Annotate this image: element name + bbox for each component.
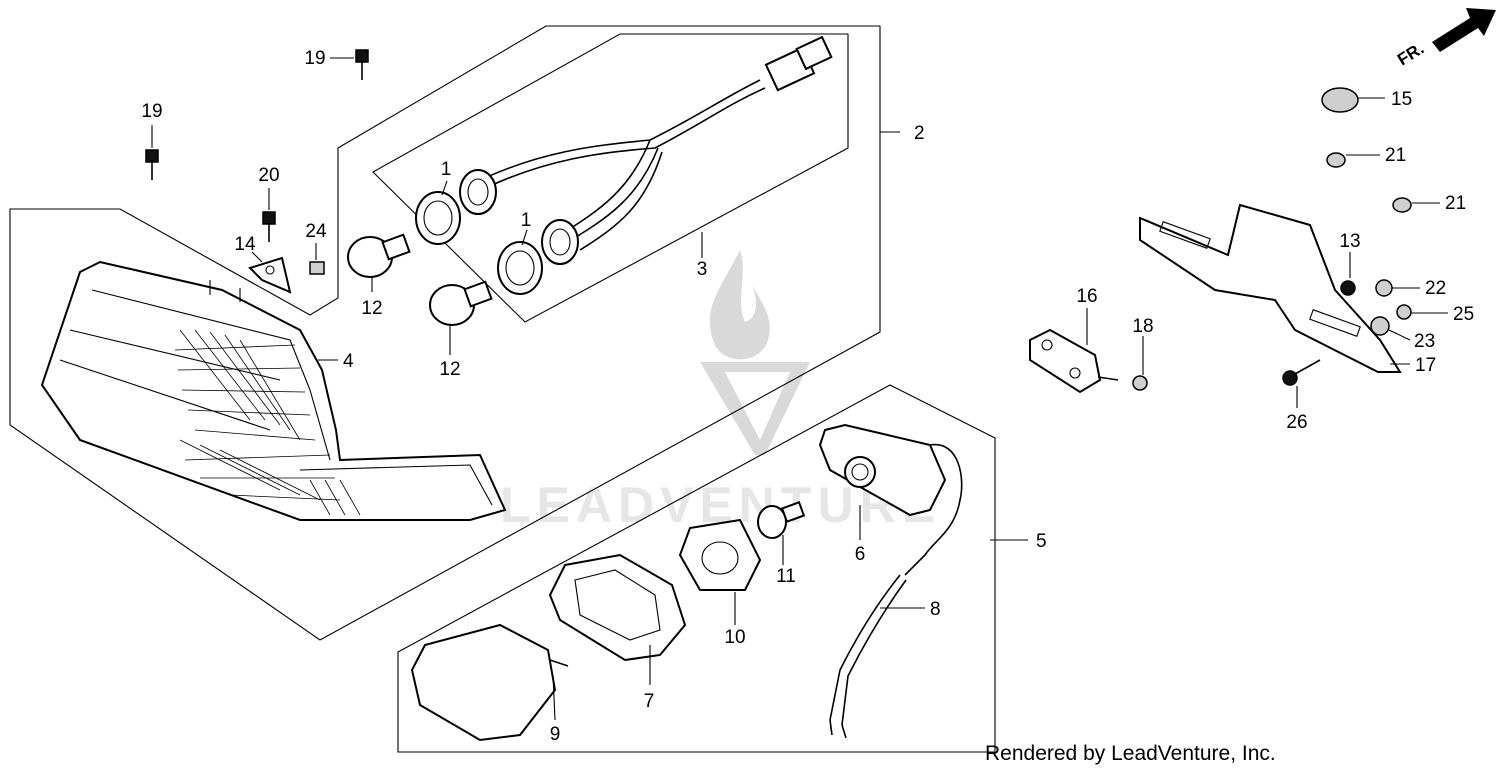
cap-21-lower: [1392, 197, 1412, 213]
leader-lines: [151, 57, 1448, 721]
lamp-wire: [829, 574, 907, 739]
cap-21-upper: [1326, 152, 1346, 168]
lamp-housing: [818, 423, 963, 576]
screw-20: [262, 211, 276, 242]
tail-light-lens: [40, 260, 507, 521]
callout-8: 8: [930, 599, 941, 620]
callout-15: 15: [1391, 89, 1412, 110]
plate-16: [1029, 328, 1119, 394]
callout-2: 2: [914, 123, 925, 144]
socket-ring-lower: [497, 241, 543, 295]
socket-harness: [459, 35, 833, 265]
callout-12-lower: 12: [439, 359, 460, 380]
nut-13: [1340, 280, 1356, 296]
callout-17: 17: [1415, 355, 1436, 376]
tail-bulb-lower: [429, 280, 493, 326]
bracket-14: [248, 256, 292, 294]
callout-4: 4: [343, 351, 354, 372]
license-light-box: [397, 384, 996, 753]
callout-labels: 1 1 2 3 4 5 6 7 8 9 10 11 12 12 13 14 15…: [141, 48, 1474, 745]
cap-22: [1375, 279, 1393, 297]
callout-23: 23: [1414, 331, 1435, 352]
callout-18: 18: [1132, 316, 1153, 337]
license-bulb: [757, 501, 806, 539]
socket-ring-upper: [415, 191, 461, 245]
cover-9: [410, 623, 569, 742]
cap-25: [1396, 304, 1412, 320]
gasket-10: [678, 518, 762, 591]
tail-bulb-upper: [347, 233, 411, 278]
callout-1-upper: 1: [441, 159, 452, 180]
callout-5: 5: [1036, 531, 1047, 552]
bolt-left: [145, 149, 159, 180]
harness-subassembly-box: [372, 33, 849, 323]
callout-25: 25: [1453, 304, 1474, 325]
nut-23: [1370, 316, 1390, 336]
callout-6: 6: [855, 544, 866, 565]
nut-24: [309, 261, 325, 275]
callout-12-upper: 12: [361, 298, 382, 319]
front-arrow-label: FR.: [1394, 39, 1427, 70]
callout-10: 10: [724, 627, 745, 648]
callout-21-lower: 21: [1445, 193, 1466, 214]
taillight-assembly-box: [9, 25, 881, 641]
front-arrow: FR.: [1394, 8, 1496, 69]
nut-18: [1132, 375, 1148, 391]
bolt-upper: [355, 49, 369, 80]
callout-9: 9: [550, 724, 561, 745]
watermark-logo: [700, 250, 810, 455]
callout-3: 3: [697, 259, 708, 280]
callout-19-left: 19: [141, 101, 162, 122]
callout-13: 13: [1339, 231, 1360, 252]
cap-15: [1321, 87, 1359, 113]
credit-text: Rendered by LeadVenture, Inc.: [985, 742, 1276, 765]
callout-16: 16: [1076, 286, 1097, 307]
bolt-26: [1282, 359, 1321, 386]
license-bracket: [1139, 203, 1402, 373]
callout-24: 24: [305, 221, 327, 242]
callout-26: 26: [1286, 412, 1307, 433]
callout-14: 14: [234, 234, 256, 255]
callout-7: 7: [644, 691, 655, 712]
lens-7: [548, 553, 687, 662]
callout-20: 20: [258, 165, 279, 186]
callout-1-lower: 1: [521, 210, 532, 231]
callout-21-upper: 21: [1385, 145, 1406, 166]
callout-22: 22: [1425, 278, 1446, 299]
callout-11: 11: [776, 566, 796, 587]
callout-19-upper: 19: [304, 48, 325, 69]
